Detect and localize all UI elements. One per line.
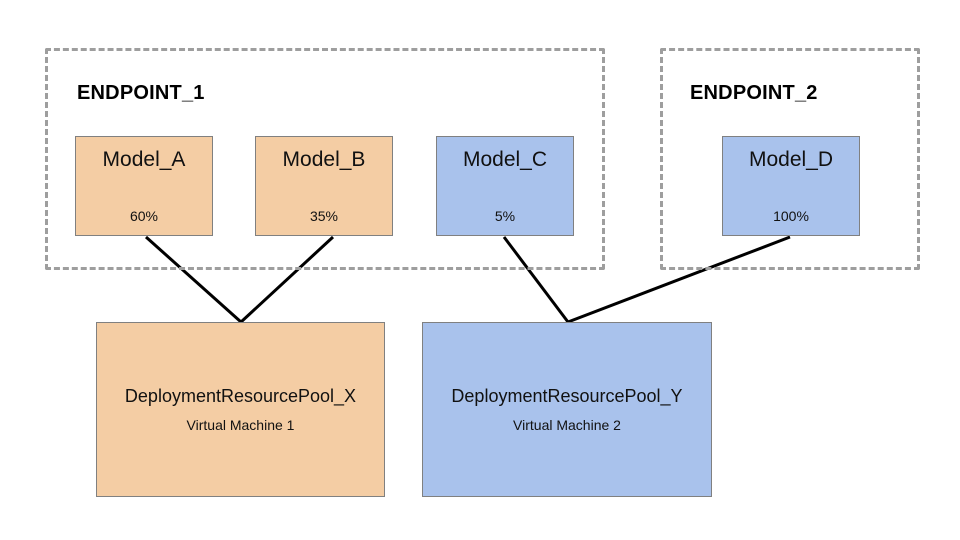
endpoint-label-2: ENDPOINT_2 (690, 82, 818, 104)
model-traffic-split-label: 5% (494, 208, 516, 224)
model-traffic-split-label: 60% (129, 208, 159, 224)
resource-pool-name-label: DeploymentResourcePool_Y (451, 386, 683, 406)
model-node-model_c[interactable]: Model_C 5% (436, 136, 574, 236)
endpoint-group-2 (660, 48, 920, 270)
model-name-label: Model_A (102, 148, 186, 171)
model-node-model_b[interactable]: Model_B 35% (255, 136, 393, 236)
model-name-label: Model_C (462, 148, 548, 171)
model-node-model_a[interactable]: Model_A 60% (75, 136, 213, 236)
resource-pool-node-y[interactable]: DeploymentResourcePool_Y Virtual Machine … (422, 322, 712, 497)
model-traffic-split-label: 35% (309, 208, 339, 224)
model-name-label: Model_B (282, 148, 366, 171)
virtual-machine-label: Virtual Machine 2 (513, 417, 621, 433)
resource-pool-node-x[interactable]: DeploymentResourcePool_X Virtual Machine … (96, 322, 385, 497)
model-traffic-split-label: 100% (773, 208, 809, 224)
endpoint-group-1 (45, 48, 605, 270)
resource-pool-name-label: DeploymentResourcePool_X (124, 386, 357, 406)
model-node-model_d[interactable]: Model_D 100% (722, 136, 860, 236)
endpoint-label-1: ENDPOINT_1 (77, 82, 205, 104)
model-name-label: Model_D (748, 148, 834, 171)
virtual-machine-label: Virtual Machine 1 (186, 417, 295, 433)
